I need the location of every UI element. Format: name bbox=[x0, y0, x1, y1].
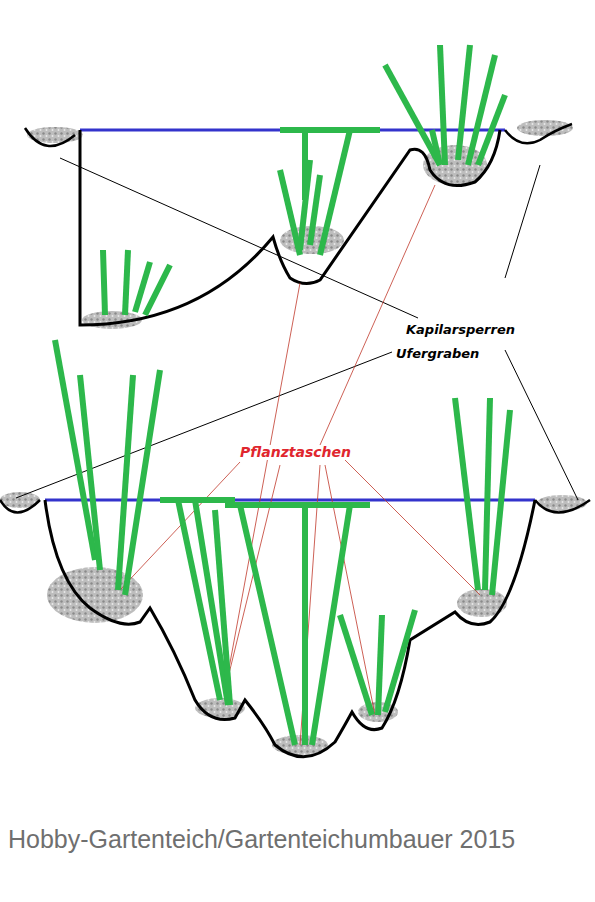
plant-stem bbox=[215, 510, 230, 705]
pond-profile bbox=[45, 500, 535, 757]
callout-label: Pflanztaschen bbox=[238, 445, 353, 460]
plant-stem bbox=[280, 170, 300, 255]
plant-stem bbox=[125, 370, 160, 595]
pond-profile bbox=[80, 130, 500, 325]
plant-stem bbox=[485, 398, 490, 590]
plants bbox=[55, 45, 510, 745]
plant-stem bbox=[458, 45, 470, 160]
plant-stem bbox=[225, 502, 370, 508]
plant-stem bbox=[160, 497, 235, 503]
gravel bbox=[0, 120, 587, 755]
watermark: Hobby-Gartenteich/Gartenteichumbauer 201… bbox=[8, 826, 515, 854]
plant-stem bbox=[302, 505, 308, 745]
plant-stem bbox=[125, 250, 128, 315]
plant-stem bbox=[103, 250, 105, 315]
plant-stem bbox=[240, 505, 295, 745]
plant-stem bbox=[320, 130, 350, 255]
plant-stem bbox=[492, 410, 510, 595]
plant-stem bbox=[455, 398, 478, 590]
callout-label: Kapilarsperren bbox=[404, 323, 517, 337]
plant-stem bbox=[340, 615, 372, 715]
leader-lines bbox=[16, 158, 578, 500]
callout-label: Ufergraben bbox=[394, 347, 481, 361]
plant-stem bbox=[385, 610, 415, 712]
plant-stem bbox=[432, 130, 440, 165]
plant-stem bbox=[385, 65, 440, 165]
plant-stem bbox=[440, 45, 445, 165]
plant-stem bbox=[280, 127, 380, 133]
plant-stem bbox=[145, 265, 170, 315]
plant-stem bbox=[302, 130, 308, 200]
plant-stem bbox=[478, 95, 505, 165]
water-line bbox=[45, 499, 535, 502]
plant-stem bbox=[80, 375, 100, 570]
plant-stem bbox=[378, 615, 382, 715]
plant-stem bbox=[310, 175, 320, 245]
leader-lines bbox=[120, 185, 480, 745]
